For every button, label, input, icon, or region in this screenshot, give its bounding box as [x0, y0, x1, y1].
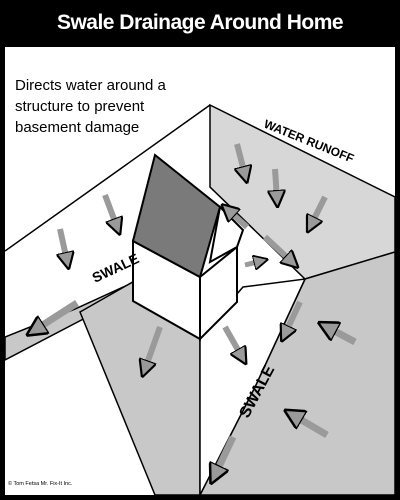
runoff-arrows [228, 143, 328, 262]
drainage-diagram: WATER RUNOFF SWALE SWALE [5, 47, 395, 495]
yard-edge-left [5, 104, 211, 252]
arrow-runoff-2 [275, 168, 277, 199]
house-side-wall [199, 244, 238, 342]
arrow-right-in-2 [293, 415, 329, 439]
arrow-right-down [285, 300, 303, 334]
arrow-left-yard-1 [102, 193, 117, 227]
arrow-runoff-4 [262, 234, 292, 262]
arrow-left-yard-2 [60, 228, 67, 261]
arrow-right-in-1 [327, 327, 357, 346]
arrow-swale-right-out [215, 435, 237, 475]
arrow-runoff-1 [237, 143, 245, 175]
page-title: Swale Drainage Around Home [56, 11, 344, 34]
copyright-credit: © Tom Fetsa Mr. Fix-It Inc. [8, 481, 73, 487]
arrow-runoff-3 [311, 195, 328, 225]
illustration-panel: WATER RUNOFF SWALE SWALE Directs water a… [5, 47, 395, 495]
arrow-runoff-5 [228, 210, 250, 230]
arrow-front-small [244, 261, 261, 265]
arrow-swale-left-out [35, 300, 79, 330]
arrow-left-area [145, 325, 163, 369]
caption-text: Directs water around a structure to prev… [15, 77, 166, 136]
arrow-front-center [222, 325, 242, 357]
